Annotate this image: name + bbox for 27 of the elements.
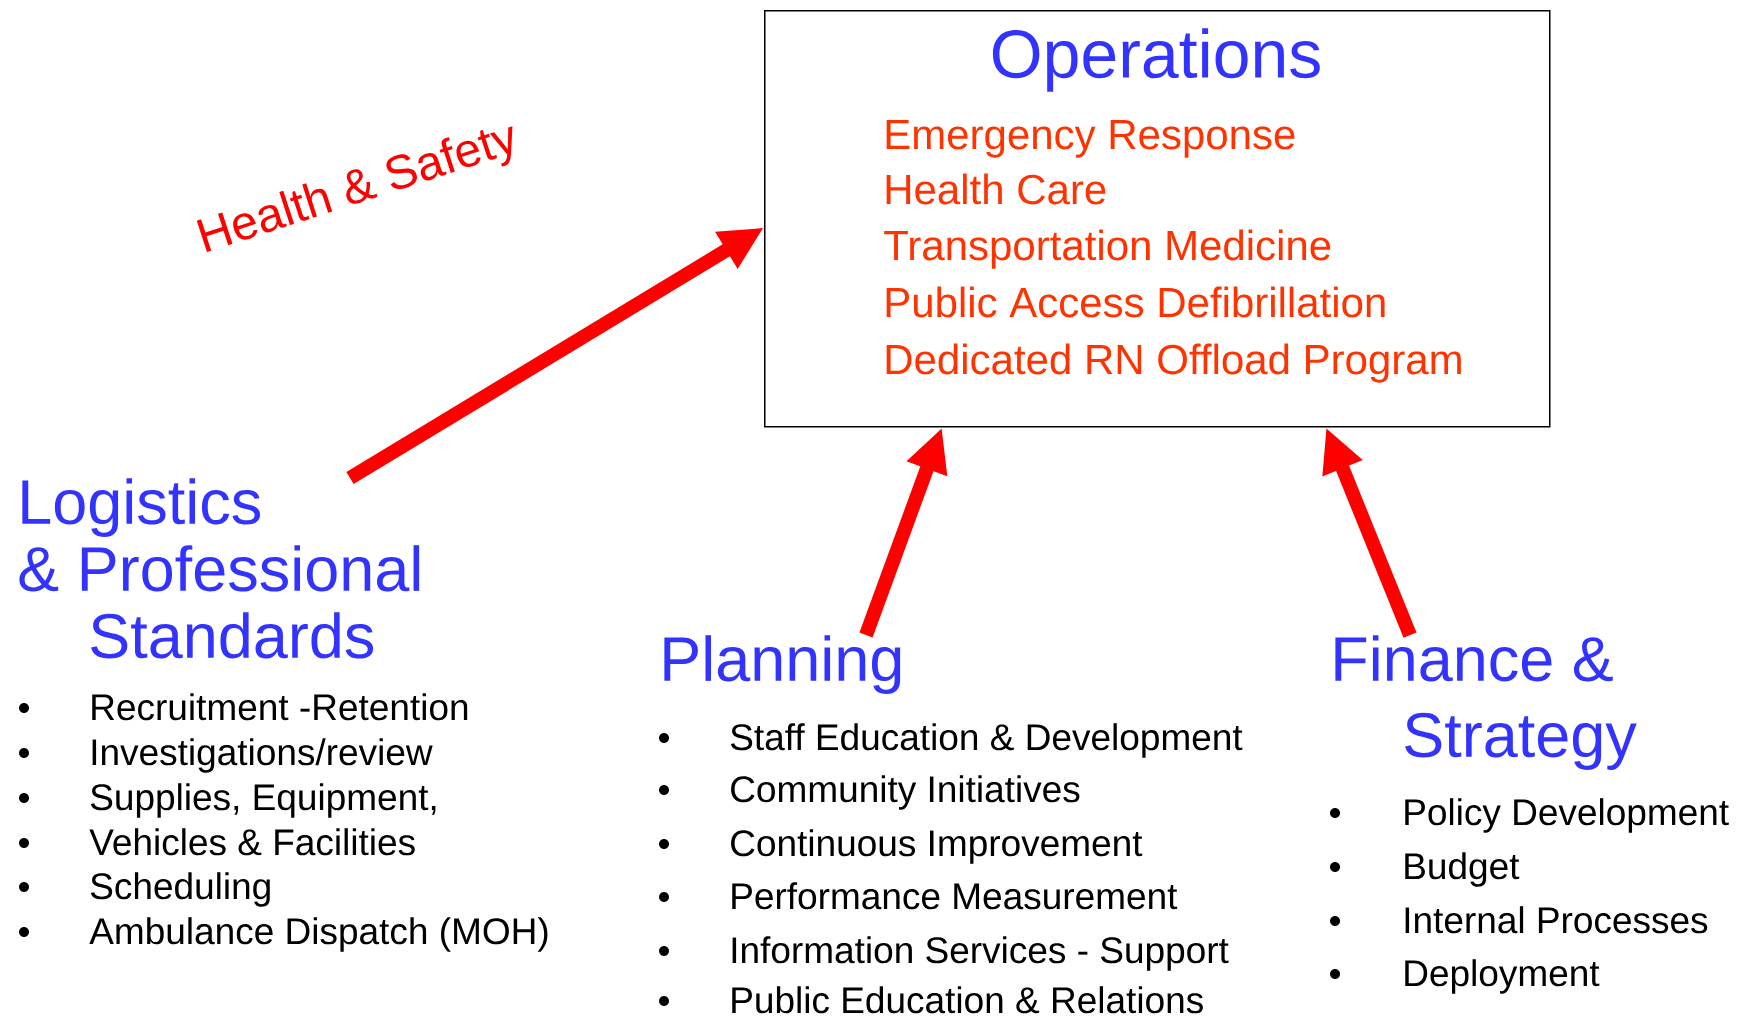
list-item: Health Care xyxy=(886,173,1106,205)
heading: Logistics & Professional Standards xyxy=(19,478,420,659)
list-item: Budget xyxy=(1405,852,1520,887)
heading: Planning xyxy=(664,635,901,694)
list-item: Supplies, Equipment, xyxy=(90,783,436,818)
list-item: Investigations/review xyxy=(92,738,433,773)
list-item: Public Access Defibrillation xyxy=(886,286,1385,318)
list-item: Vehicles & Facilities xyxy=(89,828,415,856)
heading: Operations xyxy=(992,28,1320,92)
list-item: Internal Processes xyxy=(1405,906,1708,934)
list-item: Community Initiatives xyxy=(731,775,1080,810)
list-item: Emergency Response xyxy=(886,120,1295,158)
list-item: Information Services - Support xyxy=(732,936,1229,971)
edge-label: Health & Safety xyxy=(189,114,527,266)
list-item: Scheduling xyxy=(90,872,270,907)
list-item: Staff Education & Development xyxy=(730,723,1243,758)
list-item: Ambulance Dispatch (MOH) xyxy=(89,917,548,952)
list-item: Transportation Medicine xyxy=(884,229,1331,269)
list-item: Performance Measurement xyxy=(732,882,1178,910)
list-item: Continuous Improvement xyxy=(731,829,1143,864)
heading: Finance & Strategy xyxy=(1335,635,1637,770)
list-item: Public Education & Relations xyxy=(732,986,1203,1014)
list-item: Recruitment -Retention xyxy=(92,693,468,721)
list-item: Dedicated RN Offload Program xyxy=(886,343,1461,383)
list-item: Policy Development xyxy=(1405,798,1729,833)
list-item: Deployment xyxy=(1405,959,1600,994)
operations-box xyxy=(764,10,1551,428)
